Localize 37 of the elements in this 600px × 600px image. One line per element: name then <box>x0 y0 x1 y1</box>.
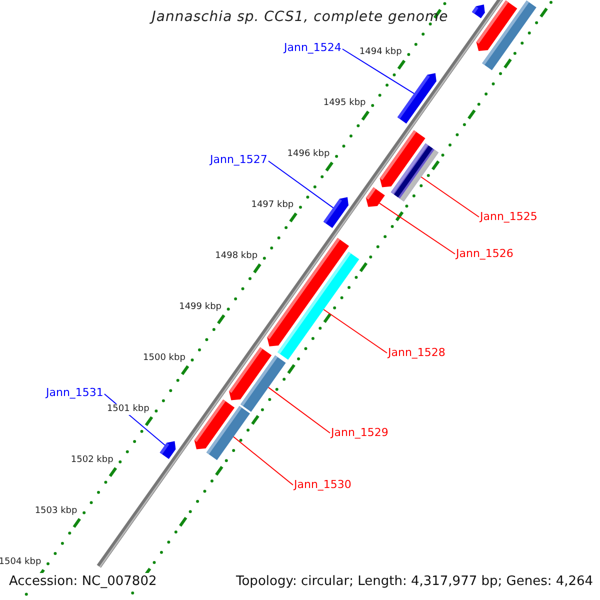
tick-label: 1497 kbp <box>250 200 295 212</box>
gene-feature <box>366 187 385 207</box>
leader-line <box>268 386 330 434</box>
gene-label: Jann_1530 <box>294 478 352 491</box>
gene-feature <box>160 441 176 459</box>
tick-label: 1499 kbp <box>178 302 222 314</box>
leader-line <box>342 48 415 94</box>
leader-line <box>420 176 480 218</box>
gene-label: Jann_1528 <box>388 346 446 359</box>
gene-label: Jann_1525 <box>480 210 538 223</box>
leader-line <box>323 309 388 354</box>
gene-feature <box>278 252 360 360</box>
gene-label: Jann_1524 <box>284 41 342 54</box>
gene-label: Jann_1527 <box>210 153 268 166</box>
leader-line <box>378 202 456 254</box>
tick-label: 1503 kbp <box>34 506 78 517</box>
title: Jannaschia sp. CCS1, complete genome <box>152 9 448 25</box>
tick-label: 1504 kbp <box>0 556 42 568</box>
gene-label: Jann_1531 <box>46 386 104 399</box>
gene-label: Jann_1529 <box>331 426 388 439</box>
tick-label: 1496 kbp <box>286 149 331 160</box>
gene-feature <box>472 4 485 18</box>
leader-line <box>268 160 334 208</box>
tick-label: 1500 kbp <box>142 352 186 364</box>
gene-label: Jann_1526 <box>456 247 514 260</box>
tick-label: 1502 kbp <box>70 454 114 466</box>
gene-feature <box>397 73 436 124</box>
tick-label: 1501 kbp <box>106 404 150 415</box>
tick-label: 1495 kbp <box>322 98 367 110</box>
gene-feature <box>482 0 536 70</box>
gene-feature <box>206 406 250 460</box>
tick-label: 1494 kbp <box>358 47 403 58</box>
gene-feature <box>390 143 438 202</box>
gene-feature <box>323 197 348 228</box>
leader-line <box>233 436 294 486</box>
tick-label: 1498 kbp <box>214 251 259 262</box>
gene-feature <box>240 355 286 412</box>
